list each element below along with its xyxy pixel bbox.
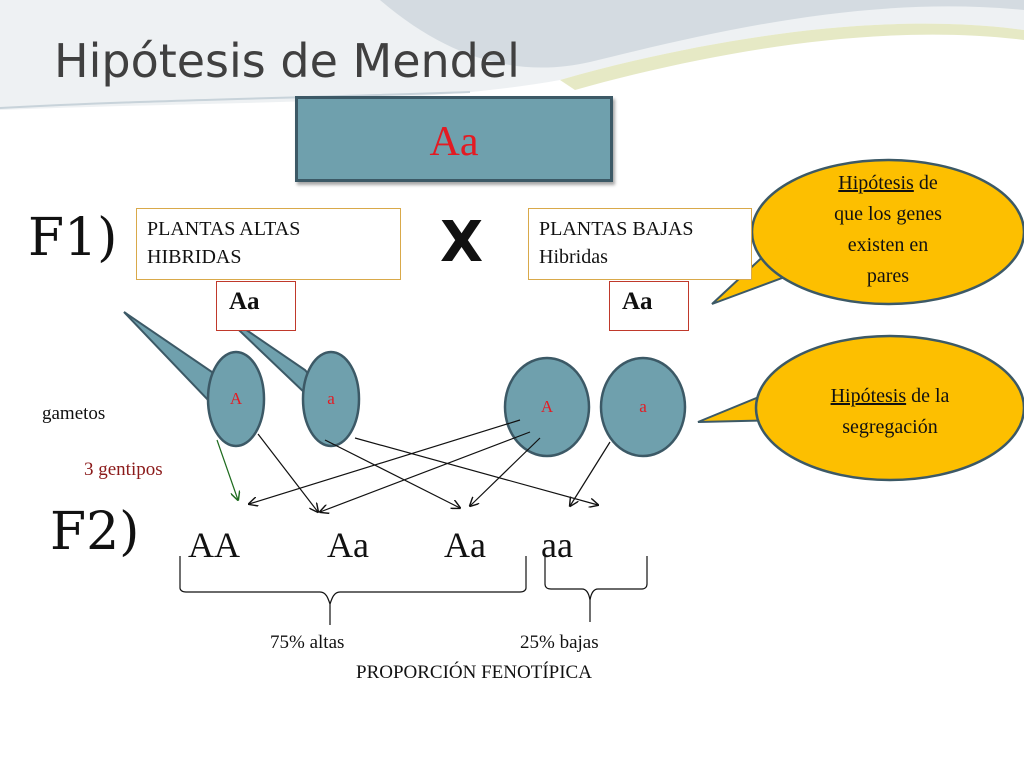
- brace-tall: [179, 556, 527, 625]
- left-parent-line2: HIBRIDAS: [147, 246, 242, 268]
- cross-symbol: X: [440, 210, 484, 275]
- f2-genotype-2: Aa: [327, 525, 369, 565]
- short-percentage: 25% bajas: [520, 632, 599, 653]
- gamete-left-A: A: [229, 389, 243, 408]
- bubble-genes-line4: pares: [866, 265, 910, 287]
- bubble-segregation: [754, 334, 1024, 482]
- bubble-genes-keyword: Hipótesis: [838, 172, 914, 194]
- gamete-circle-right-A: [503, 356, 591, 458]
- gamete-pointer-left-A: [123, 311, 222, 402]
- left-parent-genotype: Aa: [216, 281, 296, 331]
- right-parent-line2: Hibridas: [539, 246, 608, 268]
- f1-label: F1): [28, 208, 118, 268]
- f2-genotype-1: AA: [188, 525, 240, 565]
- genotypes-note: 3 gentipos: [84, 459, 163, 480]
- right-parent-line1: PLANTAS BAJAS: [539, 218, 694, 240]
- bubble-genes-pairs: [750, 158, 1024, 306]
- slide-title: Hipótesis de Mendel: [54, 34, 520, 88]
- brace-short: [544, 556, 648, 622]
- background-swoosh: [0, 0, 1024, 110]
- bubble-genes-line3: existen en: [847, 234, 929, 256]
- bubble-genes-line2: que los genes: [834, 203, 942, 225]
- top-genotype-box: Aa: [295, 96, 613, 182]
- bubble-segregation-text: Hipótesis de la segregación: [790, 381, 990, 443]
- gamete-circle-left-a: [301, 350, 361, 448]
- left-parent-box: PLANTAS ALTAS HIBRIDAS: [136, 208, 401, 280]
- bubble-genes-pairs-text: Hipótesis de que los genes existen en pa…: [790, 168, 986, 292]
- f2-genotype-4: aa: [541, 525, 573, 565]
- left-parent-line1: PLANTAS ALTAS: [147, 218, 301, 240]
- right-parent-box: PLANTAS BAJAS Hibridas: [528, 208, 752, 280]
- right-parent-genotype: Aa: [609, 281, 689, 331]
- gamete-circle-left-A: [206, 350, 266, 448]
- gamete-right-A: A: [540, 397, 554, 416]
- bubble-genes-line1-rest: de: [913, 172, 938, 194]
- phenotypic-ratio-caption: PROPORCIÓN FENOTÍPICA: [356, 662, 592, 683]
- gamete-left-a: a: [327, 389, 335, 408]
- gametes-label: gametos: [42, 403, 106, 424]
- bubble-seg-line2: segregación: [842, 416, 938, 438]
- bubble-seg-line1-rest: de la: [906, 385, 950, 407]
- cross-arrows: [216, 419, 611, 512]
- f2-label: F2): [50, 502, 140, 562]
- f2-genotype-3: Aa: [444, 525, 486, 565]
- gamete-circle-right-a: [599, 356, 687, 458]
- bubble-seg-keyword: Hipótesis: [830, 385, 907, 407]
- tall-percentage: 75% altas: [270, 632, 345, 653]
- gamete-right-a: a: [639, 397, 647, 416]
